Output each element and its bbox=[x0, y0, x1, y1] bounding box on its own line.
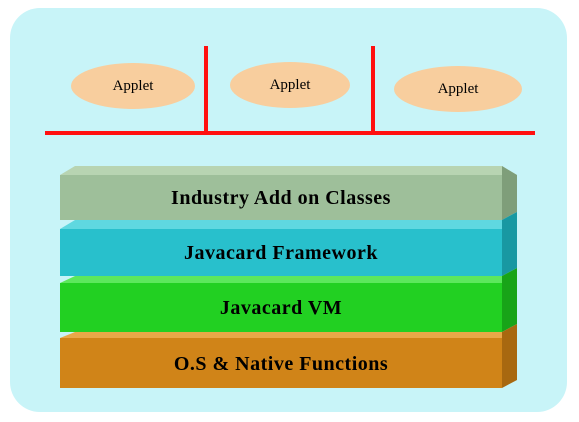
layer-top-face bbox=[60, 332, 502, 338]
layer-front-face bbox=[60, 338, 502, 388]
applet-label-1: Applet bbox=[112, 77, 154, 94]
layer-label-industry: Industry Add on Classes bbox=[171, 187, 391, 209]
layer-side-face bbox=[502, 212, 517, 276]
applet-oval-1: Applet bbox=[71, 63, 195, 109]
layer-label-os: O.S & Native Functions bbox=[174, 353, 388, 375]
layer-javacard-vm: Javacard VM bbox=[60, 268, 517, 332]
connector-line-2 bbox=[371, 46, 375, 133]
connector-bus-line bbox=[45, 131, 535, 135]
layer-top-face bbox=[60, 212, 517, 229]
layer-front-face bbox=[60, 175, 502, 220]
layer-side-face bbox=[502, 324, 517, 388]
connector-line-1 bbox=[204, 46, 208, 133]
applet-oval-3: Applet bbox=[394, 66, 522, 112]
applet-label-2: Applet bbox=[269, 76, 311, 93]
layer-side-face bbox=[502, 268, 517, 332]
layer-top-face bbox=[60, 166, 517, 175]
layer-industry-add-on-classes: Industry Add on Classes bbox=[60, 166, 517, 220]
layer-label-framework: Javacard Framework bbox=[184, 242, 378, 264]
layer-javacard-framework: Javacard Framework bbox=[60, 212, 517, 276]
applet-oval-2: Applet bbox=[230, 62, 350, 108]
layer-side-face bbox=[502, 166, 517, 220]
layer-top-face bbox=[60, 276, 502, 283]
applet-label-3: Applet bbox=[437, 80, 479, 97]
layer-front-face bbox=[60, 283, 502, 332]
layer-os-native-functions: O.S & Native Functions bbox=[60, 324, 517, 388]
layer-label-vm: Javacard VM bbox=[220, 297, 342, 319]
layer-front-face bbox=[60, 229, 502, 276]
